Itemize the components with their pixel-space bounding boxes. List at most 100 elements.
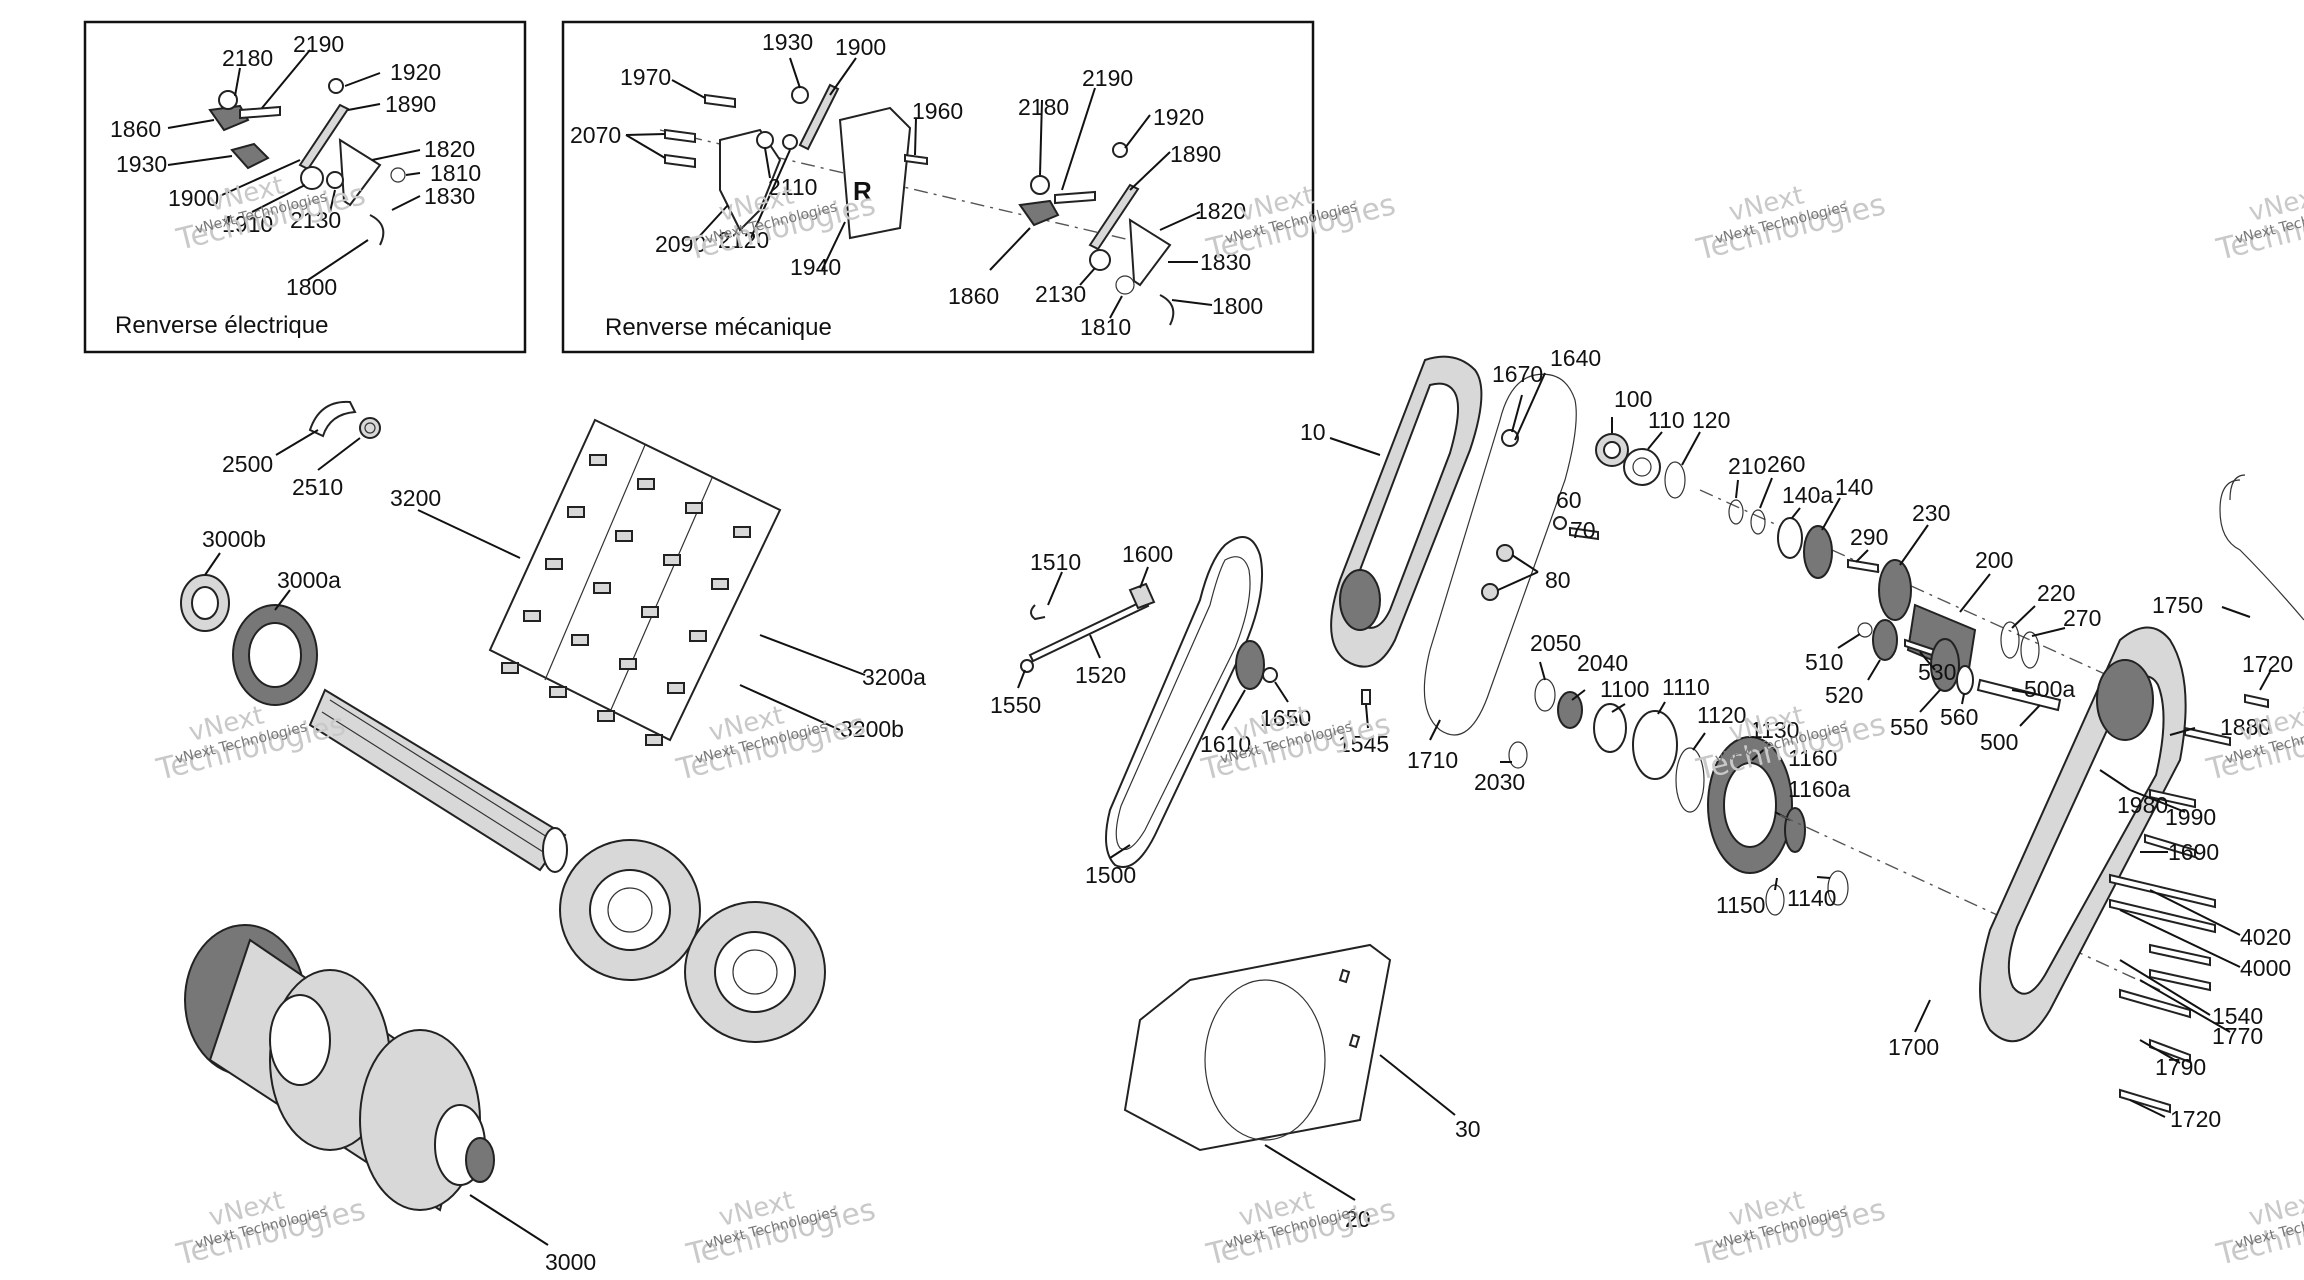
part-510: [1857, 622, 1873, 638]
stud: [615, 530, 633, 542]
label-100: 100: [1614, 386, 1652, 412]
part-2050: [1534, 678, 1556, 712]
part-3200: [488, 418, 782, 742]
label-1960-b: 1960: [912, 98, 963, 124]
label-2180-b: 2180: [1018, 94, 1069, 120]
label-1720-b: 1720: [2170, 1106, 2221, 1132]
label-1650: 1650: [1260, 705, 1311, 731]
stud: [567, 506, 585, 518]
stud: [589, 454, 607, 466]
part-60: [1553, 516, 1567, 530]
stud: [597, 710, 615, 722]
part-1960-b: [904, 153, 928, 166]
label-290: 290: [1850, 524, 1888, 550]
part-80-b: [1481, 583, 1499, 601]
label-3000a: 3000a: [277, 567, 341, 593]
part-1920-b: [1112, 142, 1128, 158]
label-1920-a: 1920: [390, 59, 441, 85]
label-2120-b: 2120: [718, 227, 769, 253]
label-1610: 1610: [1200, 731, 1251, 757]
part-2130-b: [326, 171, 344, 189]
label-2510: 2510: [292, 474, 343, 500]
part-1650: [1262, 667, 1278, 683]
part-110: [1623, 448, 1661, 486]
label-1830-b: 1830: [1200, 249, 1251, 275]
part-2190-a: [239, 105, 281, 120]
part-2040: [1557, 691, 1583, 729]
label-550: 550: [1890, 714, 1928, 740]
label-3200b: 3200b: [840, 716, 904, 742]
part-1670: [1501, 429, 1519, 447]
label-1500: 1500: [1085, 862, 1136, 888]
label-80: 80: [1545, 567, 1571, 593]
label-1120: 1120: [1697, 702, 1746, 728]
label-3200a: 3200a: [862, 664, 926, 690]
inset-mechanical-reverse: Renverse mécanique R: [561, 20, 1315, 354]
part-3000: [184, 924, 495, 1212]
label-140a: 140a: [1782, 482, 1833, 508]
part-1860-b: [1018, 199, 1060, 227]
label-520: 520: [1825, 682, 1863, 708]
label-270: 270: [2063, 605, 2101, 631]
bolt: [2149, 968, 2211, 992]
stud: [545, 558, 563, 570]
part-1610: [1235, 640, 1265, 690]
label-1920-b: 1920: [1153, 104, 1204, 130]
label-120: 120: [1692, 407, 1730, 433]
part-1520: [1028, 598, 1150, 663]
part-2180-b: [1030, 175, 1050, 195]
sprocket-2: [684, 901, 826, 1043]
label-2090-b: 2090: [655, 231, 706, 257]
label-1900-a: 1900: [168, 185, 219, 211]
part-140a: [1777, 517, 1803, 559]
label-1750: 1750: [2152, 592, 2203, 618]
label-10: 10: [1300, 419, 1326, 445]
stud: [689, 630, 707, 642]
part-1940: [838, 106, 912, 240]
label-2050: 2050: [1530, 630, 1581, 656]
center-assembly: 1510 1600 1520 1550 1610 1650 1500 1545 …: [990, 345, 1850, 1232]
label-1150: 1150: [1716, 892, 1765, 918]
part-2110-b: [756, 131, 774, 149]
sprocket-1: [559, 839, 701, 981]
label-530: 530: [1918, 659, 1956, 685]
label-1550: 1550: [990, 692, 1041, 718]
label-1820-a: 1820: [424, 136, 475, 162]
label-1720-a: 1720: [2242, 651, 2293, 677]
stud: [645, 734, 663, 746]
part-30-b: [1348, 1033, 1361, 1049]
label-1510: 1510: [1030, 549, 1081, 575]
part-1800-a: [369, 214, 385, 246]
part-1160a: [1784, 807, 1806, 853]
label-110: 110: [1648, 407, 1685, 433]
part-1800-b: [1159, 294, 1175, 326]
part-2120-b: [782, 134, 798, 150]
label-1100: 1100: [1600, 676, 1649, 702]
part-1500: [1105, 536, 1264, 868]
label-1800-b: 1800: [1212, 293, 1263, 319]
part-1110: [1632, 710, 1678, 780]
stud: [685, 502, 703, 514]
reverse-R-mark: R: [853, 176, 872, 206]
stud: [641, 606, 659, 618]
label-1810-b: 1810: [1080, 314, 1131, 340]
label-1970-b: 1970: [620, 64, 671, 90]
label-4000: 4000: [2240, 955, 2291, 981]
part-2030: [1508, 741, 1528, 769]
part-30-a: [1338, 968, 1351, 984]
part-230: [1878, 559, 1912, 621]
label-1880: 1880: [2220, 714, 2271, 740]
label-1930-a: 1930: [116, 151, 167, 177]
stud: [637, 478, 655, 490]
bolt: [2109, 898, 2216, 934]
label-2030: 2030: [1474, 769, 1525, 795]
bolt: [2149, 788, 2196, 809]
label-1110: 1110: [1662, 674, 1710, 700]
label-1940-b: 1940: [790, 254, 841, 280]
stud: [711, 578, 729, 590]
stud: [663, 554, 681, 566]
stud: [523, 610, 541, 622]
